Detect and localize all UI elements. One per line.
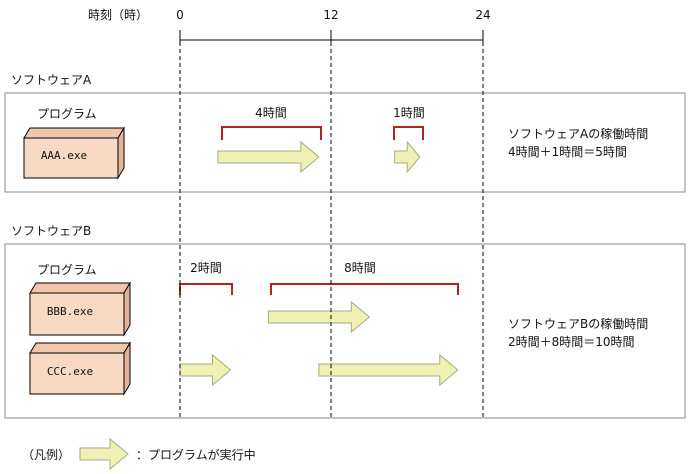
bracket-b-1 xyxy=(179,283,233,295)
program-box-top xyxy=(29,342,131,354)
software-b-program-heading: プログラム xyxy=(37,263,97,277)
run-arrow xyxy=(394,140,421,174)
axis-title: 時刻（時） xyxy=(88,8,148,22)
software-a-summary-formula: 4時間＋1時間＝5時間 xyxy=(508,145,627,159)
program-box-side xyxy=(123,341,131,396)
bbb-run-arrows xyxy=(267,300,371,334)
bracket-a-2 xyxy=(393,126,424,140)
software-a-program-heading: プログラム xyxy=(37,107,97,121)
axis-tick-label-24: 24 xyxy=(475,8,490,22)
software-b-title: ソフトウェアB xyxy=(11,224,91,238)
program-name-ccc: CCC.exe xyxy=(47,365,93,378)
axis-tick-label-12: 12 xyxy=(323,8,338,22)
axis-tick-label-0: 0 xyxy=(176,8,184,22)
program-box-top xyxy=(23,127,125,139)
run-arrow xyxy=(217,140,320,174)
bracket-a-1 xyxy=(221,126,322,140)
program-name-aaa: AAA.exe xyxy=(41,149,87,162)
legend-arrow-shape xyxy=(79,437,129,471)
program-box-top xyxy=(29,282,131,294)
legend-label: （凡例） xyxy=(22,448,70,462)
bracket-label-b-2: 8時間 xyxy=(344,261,376,275)
bracket-label-a-2: 1時間 xyxy=(393,106,425,120)
run-arrow xyxy=(318,353,459,387)
program-box-aaa: AAA.exe xyxy=(23,126,125,180)
run-arrow xyxy=(179,353,232,387)
software-a-summary-title: ソフトウェアAの稼働時間 xyxy=(508,126,648,141)
program-box-front xyxy=(29,292,125,336)
software-a-panel xyxy=(4,92,686,193)
software-b-summary-formula: 2時間＋8時間＝10時間 xyxy=(508,335,635,349)
legend-description: ：プログラムが実行中 xyxy=(136,447,256,462)
ccc-run-arrows xyxy=(179,353,459,387)
aaa-run-arrows xyxy=(217,140,421,174)
program-box-bbb: BBB.exe xyxy=(29,281,131,337)
run-arrow xyxy=(267,300,371,334)
program-box-ccc: CCC.exe xyxy=(29,341,131,396)
bracket-b-2 xyxy=(270,283,459,295)
bracket-label-b-1: 2時間 xyxy=(190,261,222,275)
program-box-front xyxy=(29,352,125,395)
bracket-label-a-1: 4時間 xyxy=(255,106,287,120)
software-a-title: ソフトウェアA xyxy=(11,73,92,87)
legend-arrow xyxy=(79,437,129,471)
software-b-panel xyxy=(4,243,686,419)
program-name-bbb: BBB.exe xyxy=(47,305,93,318)
program-box-side xyxy=(123,281,131,337)
software-b-summary-title: ソフトウェアBの稼働時間 xyxy=(508,316,648,331)
program-box-front xyxy=(23,137,119,179)
